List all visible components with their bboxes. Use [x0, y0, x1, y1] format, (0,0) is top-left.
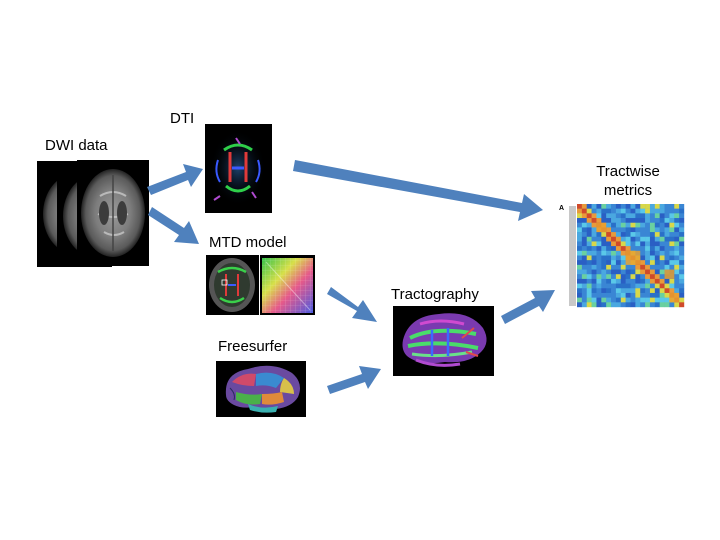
- arrow-tractography-to-matrix: [501, 290, 555, 324]
- connectivity-matrix: A: [559, 201, 685, 308]
- dti-label: DTI: [170, 110, 195, 127]
- mtd-model-label: MTD model: [209, 234, 287, 251]
- arrow-mtd-to-tractography: [327, 287, 377, 322]
- dwi-image-stack: [37, 160, 149, 267]
- arrow-freesurfer-to-tractography: [327, 366, 381, 394]
- dwi-data-label: DWI data: [45, 137, 108, 154]
- tractwise-metrics-label-line2: metrics: [603, 182, 653, 199]
- tractwise-metrics-label-line1: Tractwise: [596, 163, 660, 180]
- dwi-slice-front: [77, 160, 149, 266]
- arrows: [147, 160, 555, 394]
- matrix-corner-label: A: [559, 205, 564, 212]
- matrix-cells: [577, 204, 685, 308]
- mtd-model-image: [206, 255, 315, 315]
- matrix-row-labels: [569, 206, 576, 306]
- tractography-label: Tractography: [391, 286, 479, 303]
- arrow-dwi-to-mtd: [148, 207, 199, 244]
- arrow-dti-to-matrix: [293, 160, 543, 221]
- dti-image: [205, 124, 272, 213]
- freesurfer-label: Freesurfer: [218, 338, 288, 355]
- tractography-image: [393, 306, 494, 376]
- freesurfer-image: [216, 361, 306, 417]
- arrow-dwi-to-dti: [147, 164, 203, 195]
